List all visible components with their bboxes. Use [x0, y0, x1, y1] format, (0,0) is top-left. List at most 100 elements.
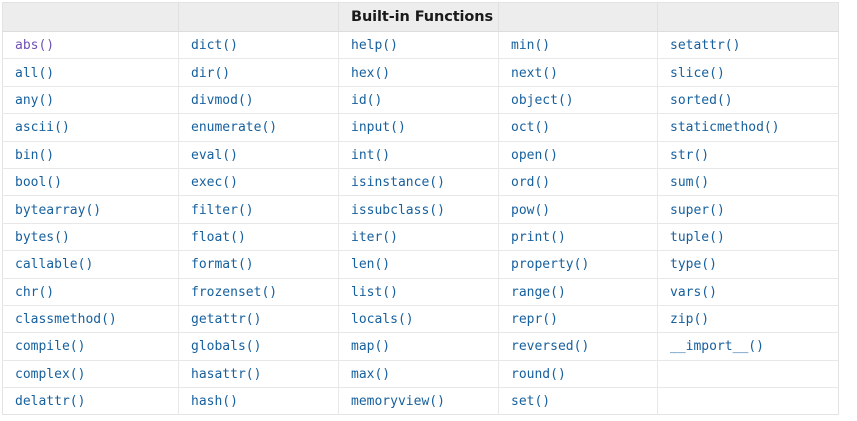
table-body: abs() dict() help() min() setattr() all() dir(… [2, 31, 839, 415]
builtin-function-link[interactable]: sorted() [670, 92, 733, 108]
builtin-function-link[interactable]: type() [670, 257, 717, 273]
builtin-function-link[interactable]: bool() [15, 175, 62, 191]
builtin-function-link[interactable]: divmod() [191, 92, 254, 108]
table-row: any() divmod() id() object() sorted() [2, 86, 839, 115]
table-row: classmethod() getattr() locals() repr() zip(… [2, 305, 839, 334]
builtin-function-link[interactable]: bin() [15, 147, 55, 163]
table-cell: oct() [498, 113, 658, 142]
builtin-function-link[interactable]: slice() [670, 65, 725, 81]
builtin-function-link[interactable]: bytes() [15, 229, 70, 245]
table-cell: compile() [2, 332, 179, 361]
builtin-function-link[interactable]: classmethod() [15, 312, 117, 328]
table-header-row: Built-in Functions [2, 2, 839, 32]
builtin-function-link[interactable]: memoryview() [351, 394, 445, 410]
table-cell: all() [2, 58, 179, 87]
table-row: abs() dict() help() min() setattr() [2, 31, 839, 60]
table-cell: object() [498, 86, 658, 115]
table-cell: bin() [2, 141, 179, 169]
builtin-function-link[interactable]: tuple() [670, 229, 725, 245]
builtin-function-link[interactable]: id() [351, 92, 383, 108]
builtin-function-link[interactable]: chr() [15, 284, 55, 300]
table-cell: round() [498, 360, 658, 389]
builtin-function-link[interactable]: globals() [191, 339, 262, 355]
builtin-function-link[interactable]: bytearray() [15, 202, 102, 218]
builtin-function-link[interactable]: all() [15, 65, 55, 81]
builtin-function-link[interactable]: getattr() [191, 312, 262, 328]
builtin-function-link[interactable]: int() [351, 147, 391, 163]
builtin-function-link[interactable]: iter() [351, 229, 398, 245]
builtin-function-link[interactable]: pow() [511, 202, 551, 218]
table-cell [657, 387, 839, 415]
builtin-function-link[interactable]: reversed() [511, 339, 590, 355]
builtin-function-link[interactable]: hash() [191, 394, 238, 410]
builtin-function-link[interactable]: help() [351, 38, 398, 54]
table-cell: delattr() [2, 387, 179, 415]
builtin-function-link[interactable]: max() [351, 366, 391, 382]
builtin-function-link[interactable]: ascii() [15, 120, 70, 136]
builtin-function-link[interactable]: round() [511, 366, 566, 382]
builtin-function-link[interactable]: locals() [351, 312, 414, 328]
builtin-function-link[interactable]: any() [15, 92, 55, 108]
builtin-function-link[interactable]: delattr() [15, 394, 86, 410]
builtin-function-link[interactable]: str() [670, 147, 710, 163]
builtin-function-link[interactable]: frozenset() [191, 284, 278, 300]
builtin-function-link[interactable]: issubclass() [351, 202, 445, 218]
builtin-function-link[interactable]: sum() [670, 175, 710, 191]
builtin-function-link[interactable]: isinstance() [351, 175, 445, 191]
builtin-function-link[interactable]: hex() [351, 65, 391, 81]
builtin-function-link[interactable]: set() [511, 394, 551, 410]
table-cell: issubclass() [338, 195, 499, 224]
table-cell: sorted() [657, 86, 839, 115]
builtin-function-link[interactable]: callable() [15, 257, 94, 273]
builtin-function-link[interactable]: map() [351, 339, 391, 355]
table-cell: min() [498, 31, 658, 60]
builtin-function-link[interactable]: exec() [191, 175, 238, 191]
builtin-function-link[interactable]: print() [511, 229, 566, 245]
builtin-function-link[interactable]: list() [351, 284, 398, 300]
builtin-function-link[interactable]: abs() [15, 38, 55, 54]
builtin-function-link[interactable]: zip() [670, 312, 710, 328]
builtin-function-link[interactable]: ord() [511, 175, 551, 191]
builtin-function-link[interactable]: format() [191, 257, 254, 273]
builtin-function-link[interactable]: input() [351, 120, 406, 136]
builtin-function-link[interactable]: eval() [191, 147, 238, 163]
builtin-function-link[interactable]: complex() [15, 366, 86, 382]
table-cell: memoryview() [338, 387, 499, 415]
builtin-function-link[interactable]: min() [511, 38, 551, 54]
table-cell: filter() [178, 195, 339, 224]
builtin-function-link[interactable]: dict() [191, 38, 238, 54]
table-cell: abs() [2, 31, 179, 60]
table-cell: int() [338, 141, 499, 169]
builtin-function-link[interactable]: vars() [670, 284, 717, 300]
table-cell: classmethod() [2, 305, 179, 334]
builtin-function-link[interactable]: open() [511, 147, 558, 163]
builtin-function-link[interactable]: filter() [191, 202, 254, 218]
builtin-function-link[interactable]: setattr() [670, 38, 741, 54]
builtin-function-link[interactable]: oct() [511, 120, 551, 136]
table-cell: getattr() [178, 305, 339, 334]
table-cell: id() [338, 86, 499, 115]
builtin-function-link[interactable]: len() [351, 257, 391, 273]
builtin-function-link[interactable]: hasattr() [191, 366, 262, 382]
table-cell: globals() [178, 332, 339, 361]
table-cell: tuple() [657, 223, 839, 252]
table-cell: locals() [338, 305, 499, 334]
builtin-function-link[interactable]: enumerate() [191, 120, 278, 136]
table-cell: chr() [2, 278, 179, 306]
table-row: delattr() hash() memoryview() set() [2, 387, 839, 415]
builtin-function-link[interactable]: __import__() [670, 339, 764, 355]
table-header-cell-empty [498, 2, 658, 32]
builtin-function-link[interactable]: dir() [191, 65, 231, 81]
builtin-function-link[interactable]: float() [191, 229, 246, 245]
builtin-function-link[interactable]: compile() [15, 339, 86, 355]
builtin-function-link[interactable]: repr() [511, 312, 558, 328]
builtin-function-link[interactable]: property() [511, 257, 590, 273]
table-cell [657, 360, 839, 389]
table-cell: dict() [178, 31, 339, 60]
builtin-function-link[interactable]: range() [511, 284, 566, 300]
builtin-function-link[interactable]: object() [511, 92, 574, 108]
builtin-function-link[interactable]: next() [511, 65, 558, 81]
builtin-function-link[interactable]: super() [670, 202, 725, 218]
builtin-function-link[interactable]: staticmethod() [670, 120, 780, 136]
table-cell: range() [498, 278, 658, 306]
